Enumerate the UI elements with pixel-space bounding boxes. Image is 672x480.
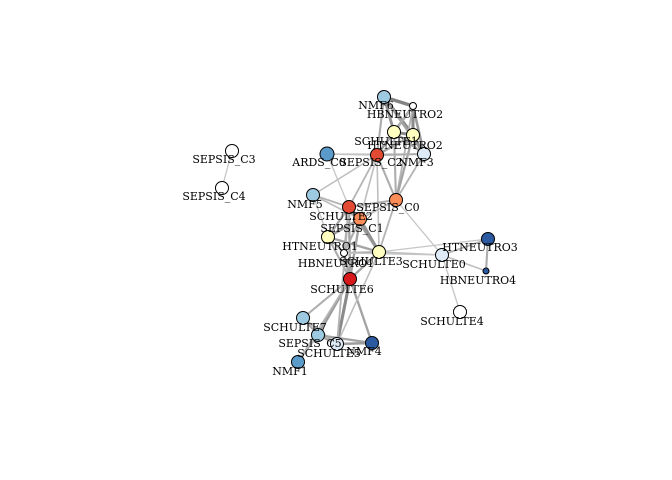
edge-schulte1-sepsis-c0 [392,131,398,201]
node-label-schulte6: SCHULTE6 [310,283,374,296]
node-sepsis-c5 [311,328,325,342]
node-label-schulte4: SCHULTE4 [420,315,484,328]
node-nmf3 [417,147,431,161]
edge-sepsis-c2-sepsis-c1 [359,154,378,220]
node-label-schulte5: SCHULTE5 [297,347,361,360]
node-sepsis-c4 [215,181,229,195]
edge-sepsis-c0-schulte2 [348,198,397,209]
node-sepsis-c1 [353,212,367,226]
edge-nmf6-sepsis-c2 [375,96,386,156]
node-sepsis-c3 [225,144,239,158]
edge-nmf5-sepsis-c1 [312,194,361,220]
edge-sepsis-c2-schulte2 [348,154,378,208]
node-schulte0 [435,248,449,262]
edge-schulte0-schulte4 [441,254,461,313]
node-schulte7 [296,311,310,325]
node-sepsis-c2 [370,148,384,162]
edge-schulte6-nmf4 [348,278,374,344]
edge-htneutro2-sepsis-c0 [394,134,415,201]
node-label-schulte7: SCHULTE7 [263,321,327,334]
node-schulte4 [453,305,467,319]
edge-schulte0-htneutro3 [441,238,489,256]
node-label-hbneutro1: HBNEUTRO1 [298,257,374,270]
node-label-htneutro3: HTNEUTRO3 [442,241,518,254]
node-label-nmf4: NMF4 [346,345,382,358]
node-nmf1 [291,355,305,369]
edge-nmf3-sepsis-c0 [395,153,425,201]
node-label-sepsis-c0: SEPSIS_C0 [356,201,419,214]
node-schulte1 [387,125,401,139]
node-schulte5 [330,337,344,351]
node-htneutro2 [406,128,420,142]
edge-sepsis-c2-nmf3 [376,152,425,157]
edge-sepsis-c2-sepsis-c0 [376,154,397,201]
node-label-nmf5: NMF5 [287,198,323,211]
edge-sepsis-c2-nmf5 [312,154,378,196]
node-schulte3 [372,245,386,259]
edge-schulte3-schulte5 [336,251,380,345]
edge-hbneutro2-sepsis-c0 [395,105,414,201]
edge-sepsis-c0-schulte3 [378,199,397,253]
node-label-nmf1: NMF1 [272,365,308,378]
node-ards-c0 [319,146,335,162]
node-label-schulte1: SCHULTE1 [354,135,418,148]
node-nmf6 [377,90,391,104]
node-label-htneutro1: HTNEUTRO1 [282,240,358,253]
node-sepsis-c0 [389,193,403,207]
edge-sepsis-c5-nmf4 [317,333,373,345]
node-label-hbneutro2: HBNEUTRO2 [367,108,443,121]
node-label-sepsis-c3: SEPSIS_C3 [192,153,255,166]
node-nmf4 [365,336,379,350]
node-htneutro1 [321,230,335,244]
node-label-sepsis-c1: SEPSIS_C1 [320,222,383,235]
node-label-hbneutro4: HBNEUTRO4 [440,274,516,287]
node-label-nmf6: NMF6 [358,99,394,112]
node-label-schulte3: SCHULTE3 [339,255,403,268]
node-hbneutro2 [409,102,417,110]
edge-ards-c0-schulte2 [326,153,350,208]
edge-schulte6-schulte5 [335,278,352,345]
edge-schulte3-htneutro3 [378,238,489,253]
edge-hbneutro2-nmf3 [411,105,426,155]
node-label-nmf3: NMF3 [398,156,434,169]
node-label-sepsis-c5: SEPSIS_C5 [278,337,341,350]
node-schulte6 [343,272,357,286]
node-label-schulte0: SCHULTE0 [402,258,466,271]
node-htneutro3 [481,232,495,246]
edge-schulte0-hbneutro4 [441,254,487,272]
node-label-ards-c0: ARDS_C0 [291,156,346,169]
node-hbneutro4 [482,267,490,275]
edge-htneutro1-schulte3 [327,235,380,254]
nodes-layer [215,90,495,369]
edge-sepsis-c1-schulte6 [348,218,362,280]
edge-schulte2-schulte5 [336,206,350,345]
node-label-sepsis-c2: SEPSIS_C2 [339,156,402,169]
node-label-sepsis-c4: SEPSIS_C4 [182,190,245,203]
edge-hbneutro1-schulte0 [343,252,443,256]
node-nmf5 [306,188,320,202]
edge-nmf5-htneutro1 [312,194,329,238]
node-label-schulte2: SCHULTE2 [309,210,373,223]
node-schulte2 [342,200,356,214]
edge-htneutro1-schulte6 [327,236,351,280]
node-label-htneutro2: HTNEUTRO2 [367,139,443,152]
labels-layer: SEPSIS_C3SEPSIS_C4NMF6HBNEUTRO2SCHULTE1H… [182,99,517,378]
node-hbneutro1 [340,249,348,257]
